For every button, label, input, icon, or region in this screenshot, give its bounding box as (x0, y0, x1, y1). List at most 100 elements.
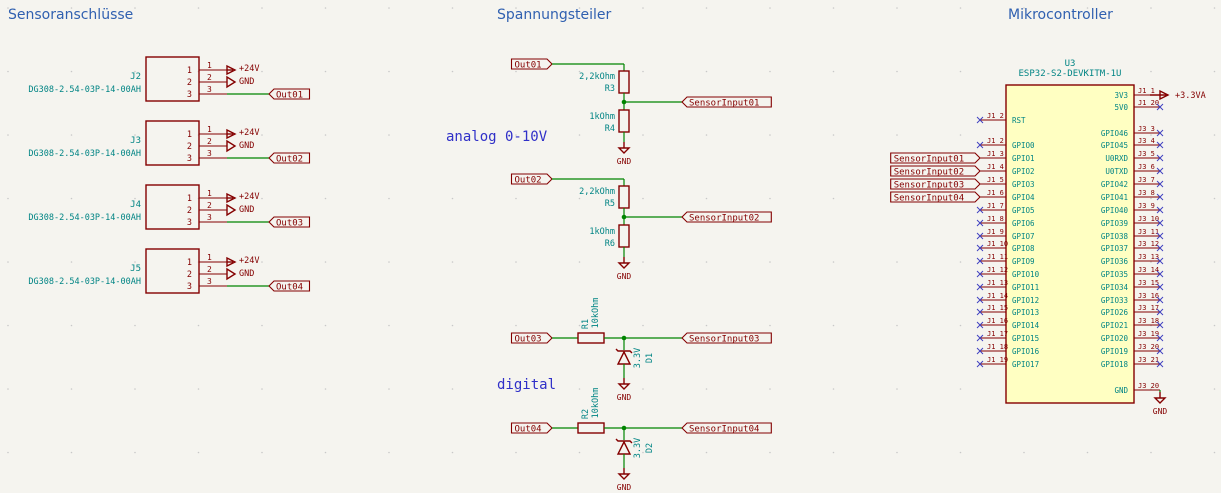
connector-output-label: Out02 (276, 155, 303, 165)
pin-name: 1 (207, 253, 212, 262)
grid-dot (515, 134, 517, 136)
pin-number: J1_12 (987, 266, 1008, 274)
pin-number: J3_8 (1138, 189, 1155, 197)
digital-output-label: SensorInput04 (689, 425, 759, 435)
grid-dot (134, 197, 136, 200)
grid-dot (896, 70, 898, 73)
pin-name: GPIO11 (1012, 283, 1039, 292)
grid-dot (1150, 261, 1152, 263)
digital-gnd-label: GND (617, 483, 632, 492)
grid-dot (451, 70, 454, 73)
pin-name: GPIO4 (1012, 193, 1035, 202)
grid-dot (70, 70, 73, 73)
grid-dot (769, 7, 771, 9)
pin-number: J3_6 (1138, 163, 1155, 171)
grid-dot (197, 388, 200, 390)
grid-dot (1213, 7, 1216, 9)
grid-dot (832, 70, 835, 73)
connector-j5: J5DG308-2.54-03P-14-00AH112233+24VGNDOut… (28, 248, 311, 294)
nc-mark (1156, 193, 1164, 201)
pin-number: J3_4 (1138, 137, 1155, 145)
grid-dot (1150, 134, 1152, 136)
grid-dot (7, 134, 9, 136)
pin-number: J1_6 (987, 189, 1004, 197)
pin-name: GPIO26 (1101, 308, 1129, 317)
pin-name: GPIO38 (1101, 232, 1129, 241)
grid-dot (1213, 134, 1216, 136)
pin-number: J3_3 (1138, 125, 1155, 133)
gnd-symbol (226, 75, 237, 89)
gnd-label: GND (239, 141, 254, 151)
nc-mark (976, 244, 984, 252)
pin-name: GPIO16 (1012, 347, 1040, 356)
grid-dot (515, 324, 517, 327)
nc-mark (1156, 244, 1164, 252)
grid-dot (769, 324, 771, 327)
power-label: +24V (239, 128, 259, 138)
pin-name: RST (1012, 116, 1026, 125)
grid-dot (1213, 388, 1216, 390)
grid-dot (1086, 70, 1089, 73)
grid-dot (70, 7, 73, 9)
pin-number: J1_11 (987, 253, 1008, 261)
nc-mark (976, 360, 984, 368)
pin-number: 3 (187, 282, 192, 292)
digital-input-label: Out03 (515, 335, 542, 345)
pin-name: GPIO19 (1101, 347, 1128, 356)
connector-output-label-flag (268, 88, 311, 100)
connector-output-label: Out01 (276, 91, 303, 101)
grid-dot (7, 70, 9, 73)
pin-name: 3 (207, 277, 212, 286)
pin-number: J1_9 (987, 228, 1004, 236)
nc-mark (1156, 283, 1164, 291)
divider-input-label: Out01 (515, 61, 542, 71)
pin-name: 2 (207, 73, 212, 82)
mcu-value: ESP32-S2-DEVKITM-1U (1019, 69, 1122, 79)
grid-dot (324, 197, 327, 200)
grid-dot (451, 388, 454, 390)
diode-ref: D2 (645, 443, 655, 453)
grid-dot (261, 324, 263, 327)
digital-input-label-flag (510, 422, 553, 434)
grid-dot (7, 261, 9, 263)
connector-output-label-flag (268, 216, 311, 228)
gnd-label: GND (239, 205, 254, 215)
nc-mark (976, 308, 984, 316)
pin-name: 2 (207, 201, 212, 210)
grid-dot (1150, 197, 1152, 200)
zener-bar (615, 438, 633, 444)
title-sensor: Sensoranschlüsse (8, 7, 133, 23)
mcu-net-label: SensorInput01 (894, 155, 964, 165)
resistor (577, 422, 605, 434)
divider-input-label-flag (510, 173, 553, 185)
pin-name: GPIO36 (1101, 257, 1129, 266)
divider-gnd-symbol (617, 262, 631, 269)
grid-dot (769, 70, 771, 73)
grid-dot (578, 197, 581, 200)
grid-dot (7, 388, 9, 390)
pin-number: J3_20 (1138, 382, 1159, 390)
grid-dot (197, 324, 200, 327)
resistor-value: 10kOhm (591, 298, 601, 329)
grid-dot (896, 7, 898, 9)
gnd-symbol (226, 139, 237, 153)
connector-j4: J4DG308-2.54-03P-14-00AH112233+24VGNDOut… (28, 184, 311, 230)
grid-dot (261, 70, 263, 73)
grid-dot (1150, 7, 1152, 9)
note-analog: analog 0-10V (446, 129, 548, 145)
nc-mark (1156, 270, 1164, 278)
pin-number: J3_7 (1138, 176, 1155, 184)
pin-number: 1 (187, 130, 192, 140)
grid-dot (515, 70, 517, 73)
pin-number: J3_18 (1138, 317, 1159, 325)
